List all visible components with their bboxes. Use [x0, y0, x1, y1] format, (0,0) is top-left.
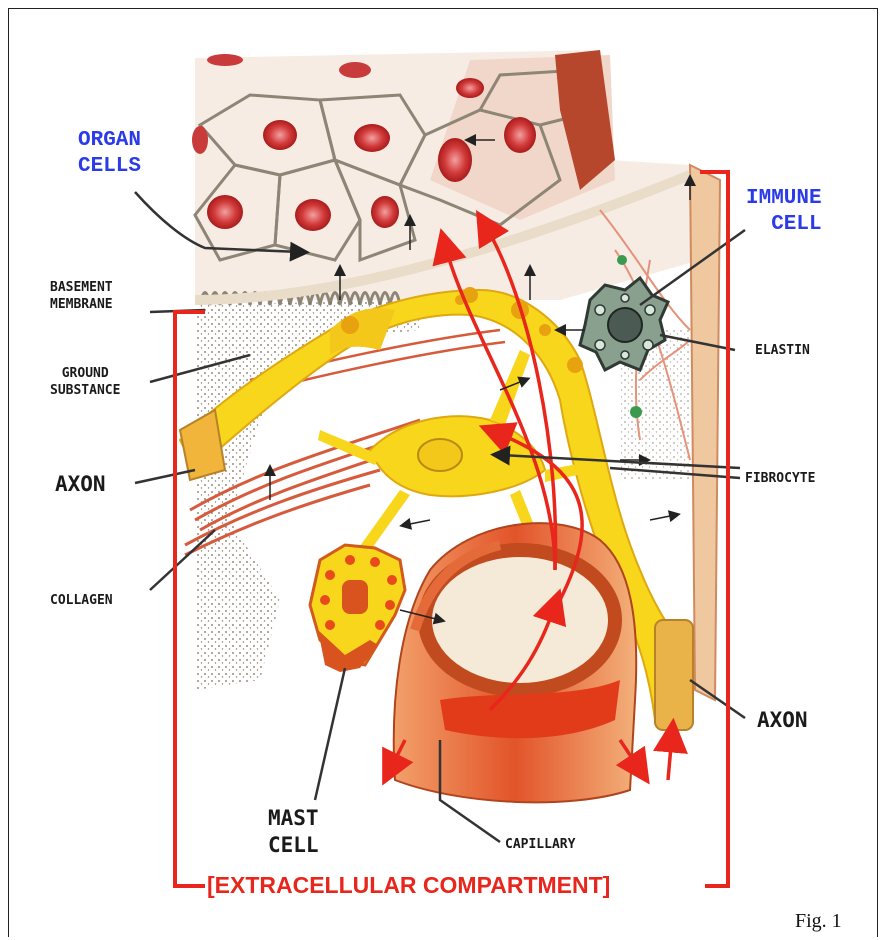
elastin-label: ELASTIN	[755, 342, 810, 359]
immune-cell-label: IMMUNE CELL	[746, 186, 822, 238]
axon-right-label: AXON	[757, 708, 808, 732]
organ-cells-label: ORGAN CELLS	[78, 128, 141, 180]
extracellular-compartment-label: [EXTRACELLULAR COMPARTMENT]	[207, 872, 610, 899]
figure-number: Fig. 1	[795, 910, 842, 933]
fibrocyte-label: FIBROCYTE	[745, 470, 815, 487]
basement-membrane-label: BASEMENT MEMBRANE	[50, 279, 113, 313]
mast-cell-shape	[310, 545, 405, 672]
axon-left-label: AXON	[55, 472, 106, 496]
capillary-shape	[394, 523, 636, 802]
ground-substance-label: GROUND SUBSTANCE	[50, 365, 120, 399]
collagen-label: COLLAGEN	[50, 592, 113, 609]
capillary-label: CAPILLARY	[505, 836, 575, 853]
mast-cell-label: MAST CELL	[268, 805, 319, 859]
